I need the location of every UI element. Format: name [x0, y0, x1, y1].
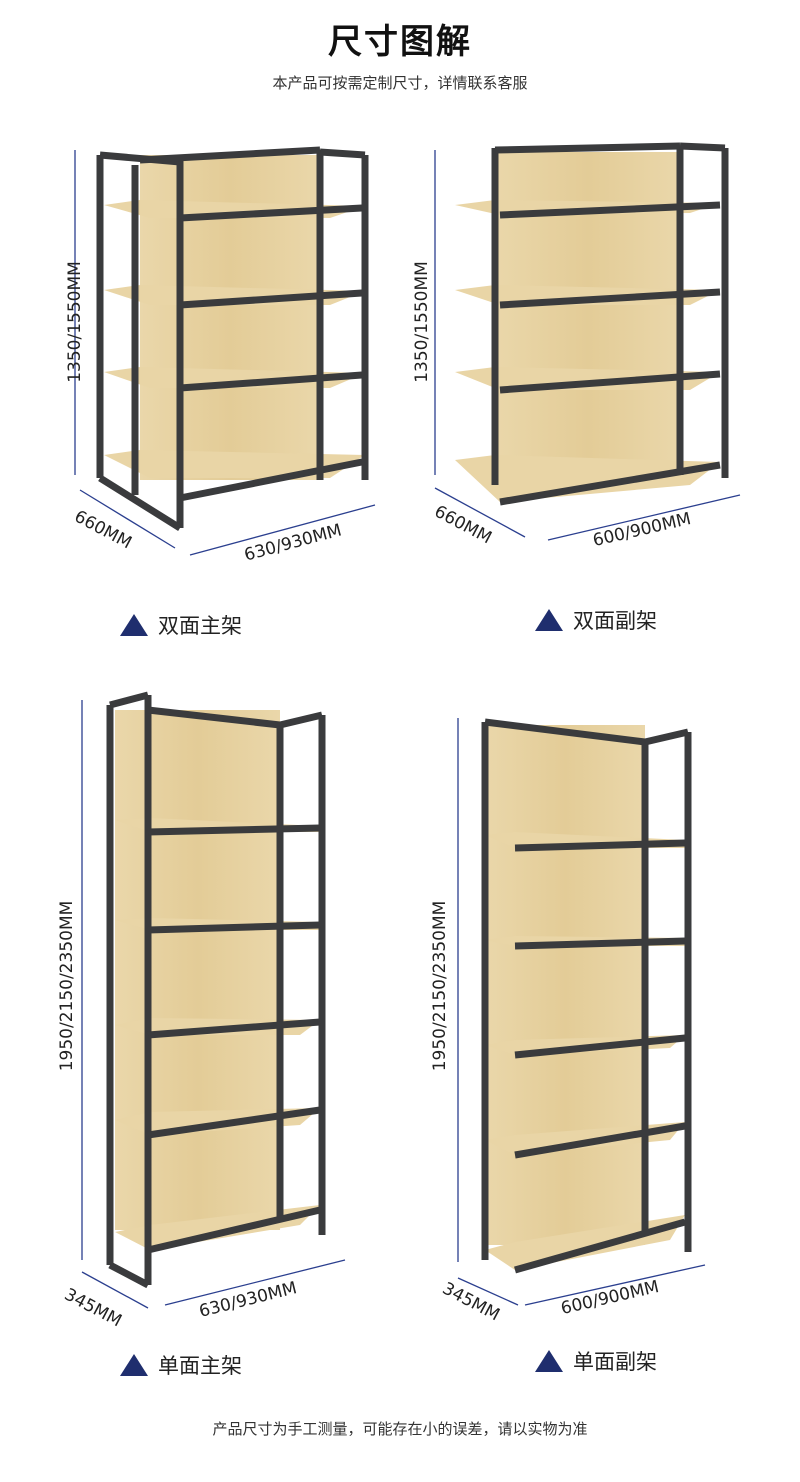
- caption-label: 双面副架: [573, 609, 657, 633]
- height-label-double-main: 1350/1550MM: [65, 261, 85, 383]
- single-sided-secondary-rack-image: [481, 718, 692, 1274]
- caption-double-main: 双面主架: [120, 610, 242, 640]
- caption-single-secondary: 单面副架: [535, 1346, 657, 1376]
- page-subtitle: 本产品可按需定制尺寸，详情联系客服: [272, 74, 528, 92]
- single-sided-main-rack-image: [106, 691, 326, 1289]
- triangle-icon: [535, 609, 563, 631]
- caption-double-secondary: 双面副架: [535, 605, 657, 635]
- caption-label: 单面主架: [158, 1354, 242, 1378]
- double-sided-main-rack-image: [96, 146, 369, 531]
- caption-single-main: 单面主架: [120, 1350, 242, 1380]
- triangle-icon: [535, 1350, 563, 1372]
- height-label-single-secondary: 1950/2150/2350MM: [430, 900, 450, 1072]
- dimension-lines: [74, 150, 741, 1309]
- double-sided-secondary-rack-image: [455, 142, 729, 506]
- height-label-single-main: 1950/2150/2350MM: [57, 900, 77, 1072]
- height-label-double-secondary: 1350/1550MM: [412, 261, 432, 383]
- triangle-icon: [120, 1354, 148, 1376]
- caption-label: 双面主架: [158, 614, 242, 638]
- caption-label: 单面副架: [573, 1350, 657, 1374]
- page-title: 尺寸图解: [328, 22, 472, 62]
- footer-note: 产品尺寸为手工测量，可能存在小的误差，请以实物为准: [212, 1420, 588, 1438]
- triangle-icon: [120, 614, 148, 636]
